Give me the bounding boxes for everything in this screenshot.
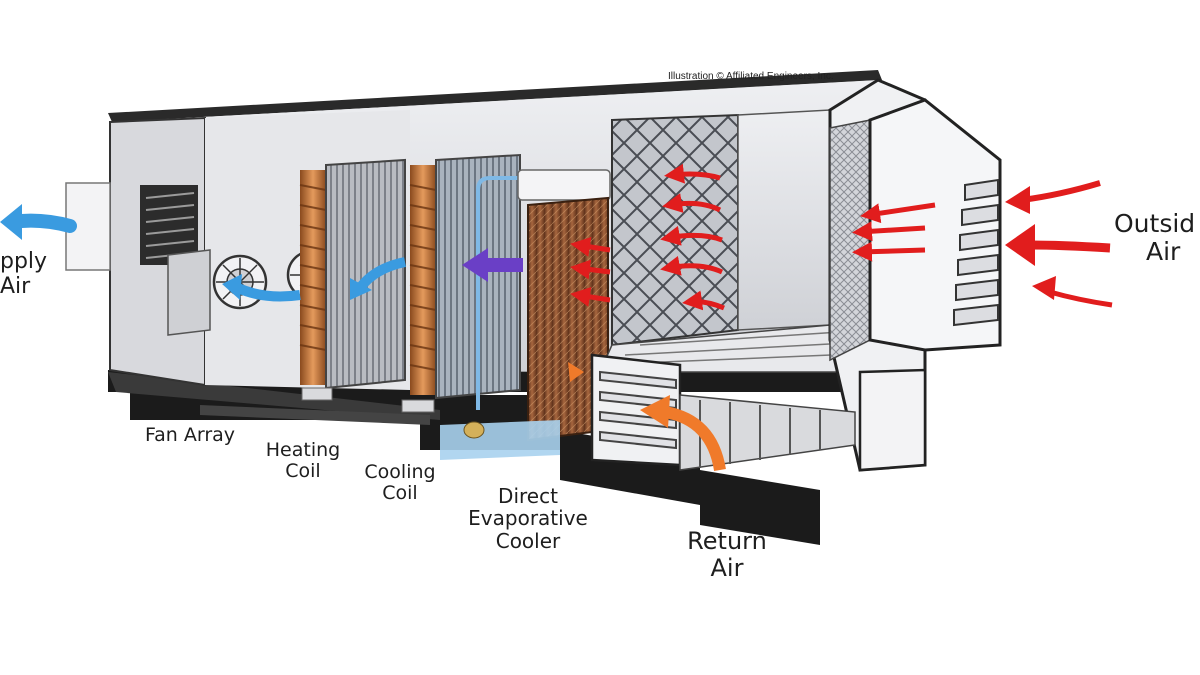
label-heating-coil: Heating Coil bbox=[258, 439, 348, 483]
outside-air-arrows bbox=[1005, 180, 1113, 308]
label-outside-air: Outsid Air bbox=[1114, 210, 1200, 266]
label-line: Coil bbox=[382, 482, 418, 505]
coil-airflow-arrow bbox=[350, 257, 407, 300]
label-evaporative-cooler: Direct Evaporative Cooler bbox=[458, 484, 598, 553]
label-line: Air bbox=[710, 553, 744, 582]
label-cooling-coil: Cooling Coil bbox=[354, 461, 446, 505]
label-line: Fan Array bbox=[144, 424, 236, 446]
supply-air-arrow bbox=[0, 204, 77, 240]
illustration-credit: Illustration © Affiliated Engineers, Inc… bbox=[668, 71, 834, 82]
label-fan-array: Fan Array bbox=[140, 424, 240, 446]
fan-discharge-arrow bbox=[222, 274, 301, 302]
label-line: Cooling bbox=[364, 461, 436, 483]
heating-coil-icon bbox=[299, 158, 406, 401]
label-supply-air: pply Air bbox=[0, 249, 50, 299]
damper-icon bbox=[599, 370, 677, 450]
return-air-section bbox=[590, 353, 927, 472]
filter-airflow-arrows bbox=[570, 163, 936, 311]
process-airflow-arrow bbox=[462, 248, 523, 282]
label-line: Return bbox=[687, 527, 767, 555]
cooling-coil-icon bbox=[401, 153, 525, 413]
label-return-air: Return Air bbox=[672, 528, 782, 582]
evaporative-cooler bbox=[440, 169, 611, 460]
label-line: Heating bbox=[265, 439, 341, 461]
return-air-arrow bbox=[568, 362, 726, 472]
louver-icon bbox=[953, 178, 999, 327]
label-line: Evaporative bbox=[468, 506, 588, 531]
label-line: Cooler bbox=[495, 528, 561, 553]
label-line: Coil bbox=[285, 460, 321, 483]
label-line: pply bbox=[0, 249, 48, 274]
label-line: Air bbox=[1146, 237, 1181, 266]
label-line: Outsid bbox=[1114, 209, 1196, 238]
label-line: Air bbox=[0, 273, 31, 299]
label-line: Direct bbox=[498, 484, 558, 508]
